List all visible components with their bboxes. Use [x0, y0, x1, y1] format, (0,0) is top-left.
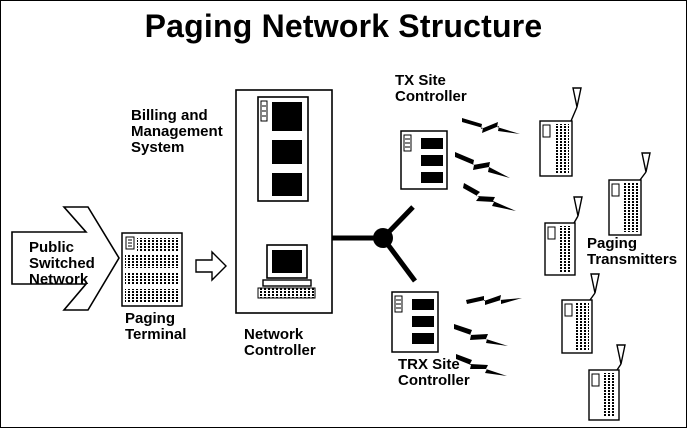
paging-transmitter-icon	[561, 273, 600, 354]
paging-terminal-icon	[121, 232, 183, 307]
bolt-icon	[463, 183, 516, 211]
public-switched-network-label: Public Switched Network	[29, 239, 95, 288]
diagram-title: Paging Network Structure	[144, 8, 543, 44]
paging-terminal-label: Paging Terminal	[125, 310, 187, 343]
network-controller-label: Network Controller	[244, 326, 316, 359]
bolt-icon	[456, 354, 507, 376]
trx-site-controller-label: TRX Site Controller	[398, 356, 470, 389]
bolt-icon	[454, 324, 508, 346]
tx-site-controller-icon	[400, 130, 448, 190]
paging-transmitter-icon	[539, 87, 582, 177]
billing-system-label: Billing and Management System	[131, 107, 223, 156]
trx-site-controller-icon	[391, 291, 439, 353]
bolt-icon	[455, 152, 510, 178]
tx-site-controller-label: TX Site Controller	[395, 72, 467, 105]
workstation-icon	[257, 244, 316, 299]
billing-server-icon	[257, 96, 309, 202]
paging-transmitter-icon	[544, 196, 583, 276]
paging-transmitter-icon	[588, 344, 626, 421]
bolt-icon	[462, 118, 520, 134]
network-hub	[332, 205, 418, 283]
bolt-icon	[466, 295, 522, 305]
paging-transmitter-icon	[608, 152, 651, 236]
public-switched-network-arrow	[11, 206, 120, 311]
paging-transmitters-label: Paging Transmitters	[587, 235, 678, 268]
wireless-link-bolts	[454, 118, 522, 376]
terminal-to-controller-arrow	[195, 250, 227, 282]
